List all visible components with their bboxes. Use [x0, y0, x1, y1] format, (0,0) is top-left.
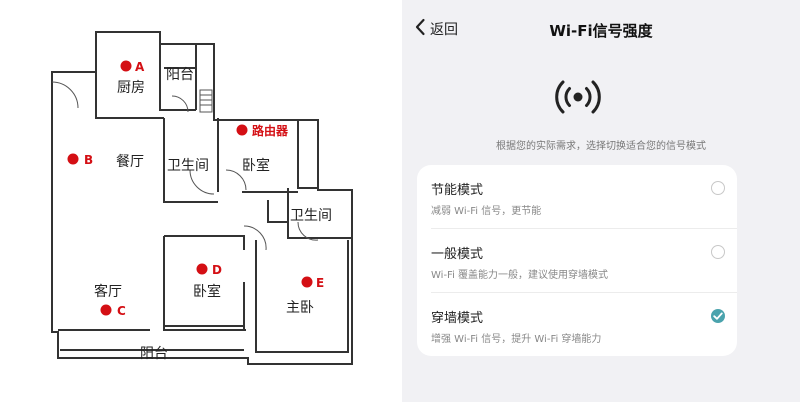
marker-c-dot: [100, 304, 112, 316]
divider: [431, 228, 737, 229]
marker-a-dot: [120, 60, 132, 72]
mode-option-subtitle: Wi-Fi 覆盖能力一般，建议使用穿墙模式: [431, 270, 609, 281]
back-button[interactable]: 返回: [414, 16, 458, 42]
mode-option-title: 一般模式: [431, 247, 484, 262]
mode-option-subtitle: 增强 Wi-Fi 信号，提升 Wi-Fi 穿墙能力: [431, 334, 602, 345]
wifi-signal-icon: [553, 72, 603, 122]
mode-option-title: 节能模式: [431, 183, 484, 198]
back-label: 返回: [430, 22, 458, 38]
nav-bar: 返回 Wi-Fi信号强度: [402, 0, 800, 56]
mode-option-power-saving[interactable]: 节能模式 减弱 Wi-Fi 信号，更节能: [417, 165, 737, 228]
marker-d-dot: [196, 263, 208, 275]
room-label-kitchen: 厨房: [117, 80, 145, 96]
marker-e-label: E: [316, 276, 324, 290]
mode-options-card: 节能模式 减弱 Wi-Fi 信号，更节能 一般模式 Wi-Fi 覆盖能力一般，建…: [417, 165, 737, 356]
room-label-bathroom-2: 卫生间: [290, 208, 332, 224]
room-label-balcony-top: 阳台: [166, 67, 194, 83]
mode-option-subtitle: 减弱 Wi-Fi 信号，更节能: [431, 206, 542, 217]
radio-unchecked-icon[interactable]: [711, 181, 725, 195]
radio-unchecked-icon[interactable]: [711, 245, 725, 259]
room-label-dining: 餐厅: [116, 154, 144, 170]
mode-option-wall-penetration[interactable]: 穿墙模式 增强 Wi-Fi 信号，提升 Wi-Fi 穿墙能力: [417, 293, 737, 356]
router-marker-label: 路由器: [252, 123, 289, 138]
chevron-left-icon: [414, 18, 426, 40]
router-marker-dot: [236, 124, 248, 136]
room-label-bedroom-2: 卧室: [193, 283, 221, 300]
mode-description: 根据您的实际需求，选择切换适合您的信号模式: [496, 141, 706, 152]
room-label-living: 客厅: [94, 283, 122, 300]
marker-d-label: D: [212, 263, 222, 277]
radio-checked-icon[interactable]: [711, 309, 725, 323]
room-label-bedroom-1: 卧室: [242, 157, 270, 174]
floor-plan: 厨房 阳台 餐厅 卫生间 卧室 卫生间 卧室 客厅 主卧 阳台 A B 路由器 …: [51, 31, 353, 365]
marker-e-dot: [301, 276, 313, 288]
floor-plan-drawing: 厨房 阳台 餐厅 卫生间 卧室 卫生间 卧室 客厅 主卧 阳台 A B 路由器 …: [51, 31, 353, 365]
check-icon: [713, 312, 723, 320]
page-title: Wi-Fi信号强度: [549, 22, 653, 40]
room-label-bathroom-1: 卫生间: [167, 158, 209, 174]
marker-c-label: C: [117, 304, 126, 318]
divider: [431, 292, 737, 293]
room-label-master-bedroom: 主卧: [286, 300, 314, 316]
wifi-settings-screen: 返回 Wi-Fi信号强度 根据您的实际需求，选择切换适合您的信号模式 节能模式 …: [402, 0, 800, 402]
mode-option-title: 穿墙模式: [431, 311, 484, 326]
marker-b-label: B: [84, 153, 93, 167]
marker-a-label: A: [135, 60, 145, 74]
room-label-balcony-bottom: 阳台: [140, 346, 168, 362]
mode-option-normal[interactable]: 一般模式 Wi-Fi 覆盖能力一般，建议使用穿墙模式: [417, 229, 737, 292]
marker-b-dot: [67, 153, 79, 165]
